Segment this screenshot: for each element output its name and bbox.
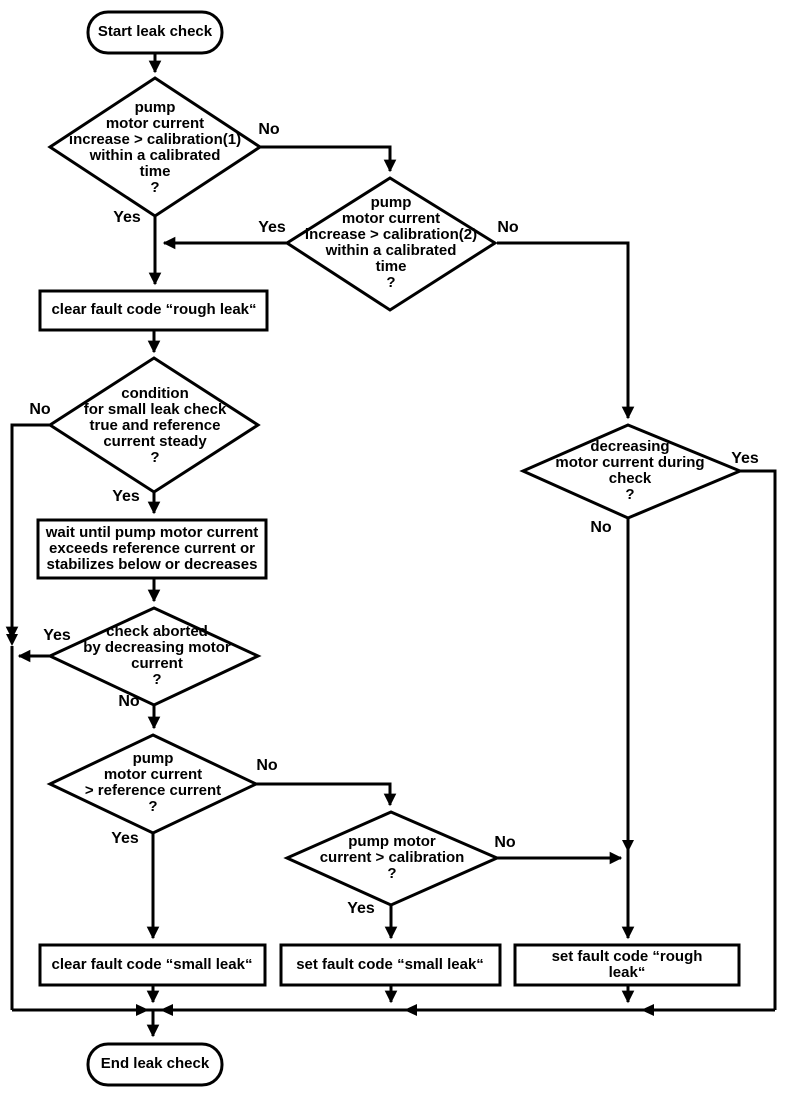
decision-cal2-shape bbox=[284, 176, 498, 312]
process-set-small-shape bbox=[279, 943, 502, 987]
arrowhead-merge-from-left bbox=[136, 1004, 149, 1016]
start-terminator-shape bbox=[86, 10, 224, 55]
decision-cal-shape bbox=[283, 810, 501, 907]
arrowhead-merge-mid bbox=[404, 1004, 417, 1016]
arrowhead-left-rail-junction bbox=[6, 634, 18, 646]
edge-ref-no bbox=[256, 782, 397, 807]
decision-condition-shape bbox=[47, 356, 261, 494]
arrowhead-right-rail-junction bbox=[622, 840, 634, 852]
edge-condition-no bbox=[5, 423, 50, 640]
arrowhead-merge-from-right bbox=[160, 1004, 173, 1016]
end-terminator-shape bbox=[86, 1042, 224, 1087]
decision-aborted-shape bbox=[46, 606, 262, 707]
edge-cal2-no bbox=[497, 241, 635, 420]
decision-ref-shape bbox=[46, 733, 260, 835]
process-clear-small-shape bbox=[38, 943, 267, 987]
junction-arrowheads bbox=[6, 634, 654, 1016]
node-shapes bbox=[36, 10, 744, 1087]
process-clear-rough-shape bbox=[38, 289, 269, 332]
decision-cal1-shape bbox=[47, 76, 263, 218]
edge-cal1-no bbox=[260, 145, 397, 173]
process-wait-shape bbox=[36, 518, 268, 580]
edge-decreasing-yes bbox=[740, 469, 777, 1010]
decision-decreasing-shape bbox=[519, 423, 744, 520]
process-set-rough-shape bbox=[513, 943, 741, 987]
arrowhead-merge-right bbox=[641, 1004, 654, 1016]
